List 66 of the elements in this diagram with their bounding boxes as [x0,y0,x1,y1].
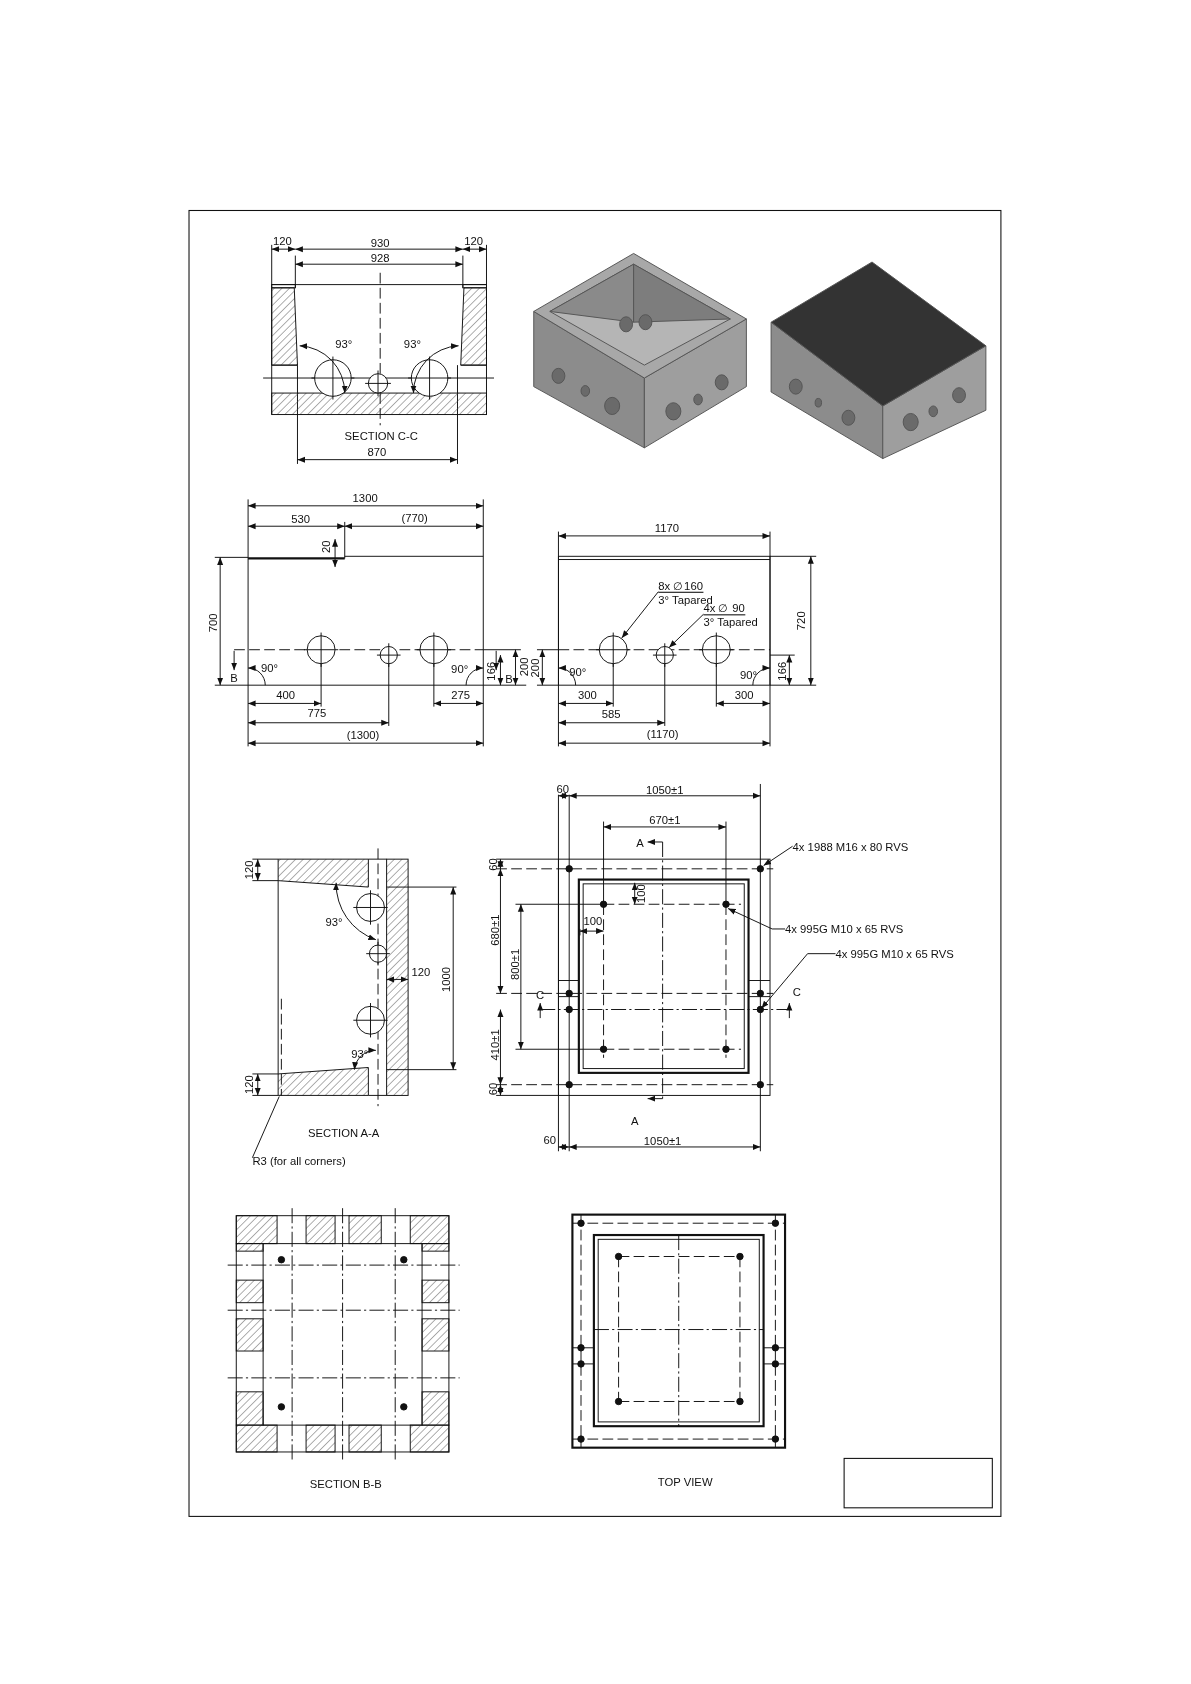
dimension-value: 60 [556,781,569,795]
dimension-value: 93° [403,337,421,351]
section-marker: A [630,1114,639,1128]
dimension-value: 1050±1 [646,782,684,796]
section-marker: B [230,671,238,685]
dimension-value: 120 [273,234,292,247]
note-text: 3° Tapared [703,615,758,629]
dimension-value: 870 [367,445,387,459]
dimension-value: 90° [740,668,758,681]
dimension-value: 120 [411,965,431,979]
dimension-value: 680±1 [488,914,502,946]
dimension-value: 200 [517,657,531,677]
dimension-value: (770) [401,511,428,525]
dimension-value: 200 [528,658,542,678]
dimension-value: 928 [370,251,390,265]
dimension-value: 530 [291,512,311,526]
dimension-value: 275 [451,688,471,702]
view-title: SECTION B-B [309,1477,382,1491]
dimension-value: 300 [734,688,754,702]
dimension-value: 1300 [352,490,378,504]
dimension-value: 60 [543,1133,557,1146]
dimension-value: 100 [634,884,648,903]
view-title: SECTION A-A [307,1126,380,1140]
dimension-value: 800±1 [507,948,521,981]
dimension-value: 1170 [654,520,680,534]
note-text: R3 (for all corners) [252,1154,346,1168]
dimension-value: 90° [261,661,279,675]
note-text: 8x ∅160 [658,578,703,593]
dimension-value: 720 [794,611,808,631]
dimension-value: 60 [486,1082,500,1096]
section-marker: C [792,984,801,998]
view-title: SECTION C-C [344,429,418,443]
note-text: 4x 995G M10 x 65 RVS [785,922,904,936]
section-marker: C [536,988,545,1001]
dimension-value: 930 [370,236,390,250]
dimension-value: 90° [451,662,469,676]
section-marker: B [505,672,513,686]
dimension-value: 93° [335,337,353,351]
dimension-value: 166 [484,661,498,681]
dimension-value: 20 [318,540,332,553]
dimension-value: 120 [242,1075,256,1095]
dimension-value: 1050±1 [643,1134,682,1147]
dimension-value: 120 [242,860,256,880]
dimension-value: 410±1 [488,1029,502,1061]
dimension-value: 166 [775,661,789,681]
dimension-value: (1170) [646,727,679,740]
dimension-value: 400 [276,688,296,702]
dimension-value: 1000 [439,966,453,992]
dimension-value: 90° [569,664,587,678]
section-marker: A [636,836,644,850]
dimension-value: 60 [486,858,500,871]
dimension-value: (1300) [346,728,380,741]
dimension-value: 670±1 [649,812,681,826]
note-text: 3° Tapared [658,592,713,606]
leader-line [251,1096,280,1159]
view-title: TOP VIEW [657,1475,713,1489]
dimension-value: 585 [601,707,621,721]
dimension-value: 93° [325,915,343,928]
note-text: 4x 995G M10 x 65 RVS [835,947,954,961]
dimension-value: 100 [583,913,603,927]
dimension-value: 93° [351,1047,369,1060]
dimension-value: 300 [578,688,597,702]
dimension-value: 775 [307,706,327,720]
dimension-value: 700 [206,613,220,633]
note-text: 4x 1988 M16 x 80 RVS [792,839,909,853]
dimension-value: 120 [464,234,483,247]
